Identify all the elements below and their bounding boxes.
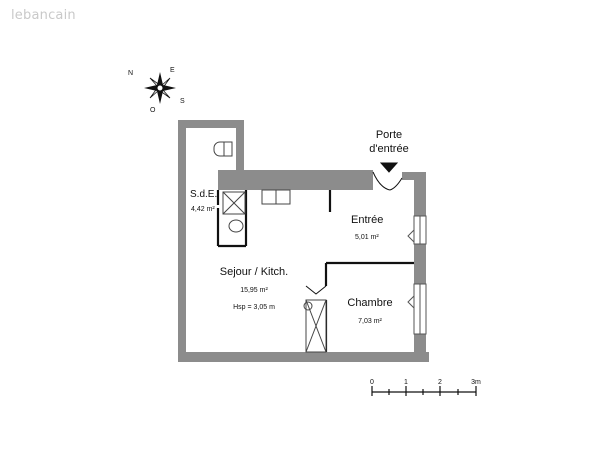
- room-entree-area: 5,01 m²: [355, 234, 379, 241]
- wall-bottom: [178, 352, 429, 362]
- room-sejour-area: 15,95 m²: [240, 287, 268, 294]
- wall-left: [178, 120, 186, 362]
- scale-label-3: 3m: [471, 379, 481, 386]
- entrance-label-2: d'entrée: [369, 143, 408, 155]
- wall-entrance-right: [402, 172, 426, 180]
- room-sde-area: 4,42 m²: [191, 206, 215, 213]
- compass-rose-icon: [144, 72, 176, 104]
- wall-right-bottom: [414, 334, 426, 362]
- wall-sde-top: [178, 120, 244, 128]
- compass-n: N: [128, 70, 133, 77]
- bathroom-fixtures: [213, 141, 246, 233]
- compass-s: S: [180, 98, 185, 105]
- room-sejour-hsp: Hsp = 3,05 m: [233, 304, 275, 311]
- room-sejour-name: Sejour / Kitch.: [220, 266, 288, 278]
- wall-right-mid: [414, 244, 426, 284]
- scale-bar: [371, 386, 477, 396]
- scale-label-0: 0: [370, 379, 374, 386]
- room-entree-name: Entrée: [351, 214, 383, 226]
- watermark-logo: lebancain: [11, 8, 76, 23]
- kitchen-counter: [261, 189, 291, 205]
- wall-middle-top: [218, 170, 373, 190]
- walls: [178, 120, 429, 362]
- entrance-label-1: Porte: [376, 129, 402, 141]
- room-chambre-name: Chambre: [347, 297, 392, 309]
- room-sde-name: S.d.E.: [190, 189, 217, 200]
- windows: [407, 215, 427, 335]
- compass-w: O: [150, 107, 156, 114]
- scale-label-2: 2: [438, 379, 442, 386]
- closet: [303, 285, 327, 353]
- sink-icon: [228, 219, 244, 233]
- scale-label-1: 1: [404, 379, 408, 386]
- wall-sde-right: [236, 120, 244, 172]
- entrance-door: [372, 162, 403, 191]
- wall-right-top: [414, 172, 426, 216]
- compass-e: E: [170, 67, 175, 74]
- entrance-arrow-icon: [379, 162, 399, 173]
- room-chambre-area: 7,03 m²: [358, 318, 382, 325]
